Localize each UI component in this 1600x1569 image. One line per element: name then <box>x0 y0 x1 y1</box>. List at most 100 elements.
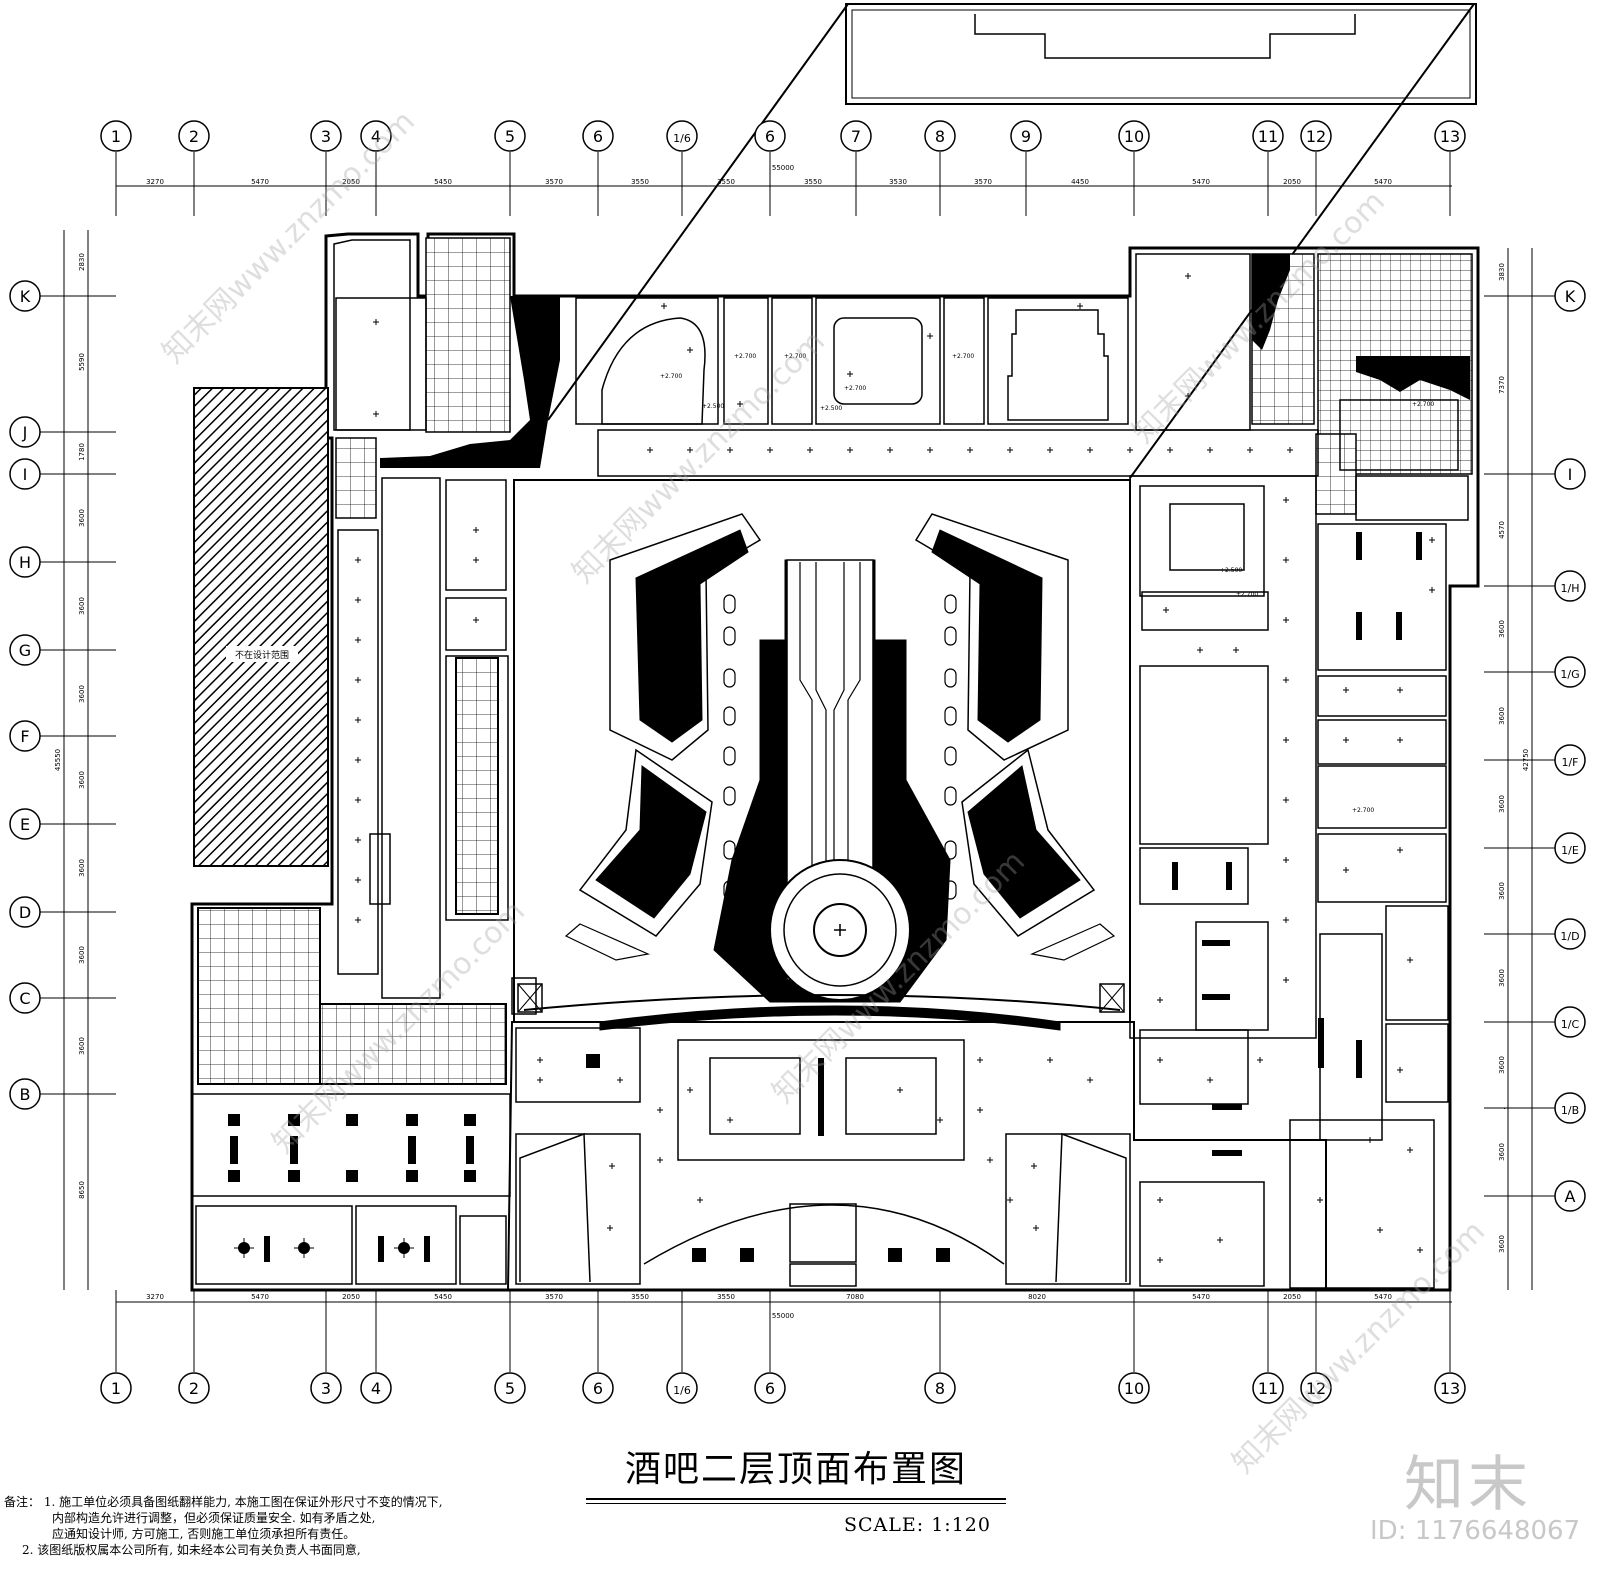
downlight <box>1185 393 1191 399</box>
svg-text:+2.500: +2.500 <box>702 403 724 410</box>
downlight <box>647 447 653 453</box>
grid-label: F <box>20 727 29 746</box>
pill-light <box>944 594 957 614</box>
downlight <box>1127 447 1133 453</box>
grid-label: 11 <box>1258 1379 1278 1398</box>
dimension-value: 5470 <box>1374 1293 1392 1301</box>
grid-bubble: 6 <box>582 120 614 216</box>
pill-light <box>723 594 736 614</box>
fixture <box>346 1170 358 1182</box>
fixture <box>1356 1040 1362 1078</box>
fixture <box>586 1054 600 1068</box>
pill-light <box>723 786 736 806</box>
grid-bubble: B <box>9 1078 116 1110</box>
downlight <box>1397 687 1403 693</box>
grid-bubble: F <box>9 720 116 752</box>
grid-bubble: 5 <box>494 120 526 216</box>
downlight <box>1077 303 1083 309</box>
grid-label: 1/6 <box>673 132 691 145</box>
dimension-total: 45550 <box>54 749 62 771</box>
grid-label: 1 <box>111 1379 121 1398</box>
grid-label: 6 <box>593 127 603 146</box>
downlight <box>1047 1057 1053 1063</box>
pill-light <box>944 706 957 726</box>
downlight <box>473 527 479 533</box>
grid-label: 1/E <box>1561 844 1579 857</box>
grid-bubble: D <box>9 896 116 928</box>
dimension-value: 5450 <box>434 1293 452 1301</box>
roof-projection <box>547 3 1477 479</box>
downlight <box>1257 1057 1263 1063</box>
dimension-value: 3270 <box>146 1293 164 1301</box>
grid-label: 3 <box>321 1379 331 1398</box>
dimension-value: 3550 <box>804 178 822 186</box>
fixture <box>464 1170 476 1182</box>
dimension-value: 3550 <box>717 178 735 186</box>
lower-zone <box>191 905 1449 1291</box>
downlight <box>473 617 479 623</box>
dimension-value: 5470 <box>251 1293 269 1301</box>
title-underline-thin <box>586 1503 1006 1504</box>
dimension-value: 7370 <box>1498 376 1506 394</box>
fixture <box>466 1136 474 1164</box>
grid-bubble: 1/C <box>1484 1006 1586 1038</box>
dimension-value: 3550 <box>717 1293 735 1301</box>
downlight <box>1207 1077 1213 1083</box>
grid-label: 6 <box>593 1379 603 1398</box>
svg-text:+2.700: +2.700 <box>784 353 806 360</box>
downlight <box>1247 447 1253 453</box>
fixture <box>1356 532 1362 560</box>
downlight <box>1197 647 1203 653</box>
downlights <box>355 273 1435 1263</box>
grid-bubble: 10 <box>1118 120 1150 216</box>
downlight <box>727 1117 733 1123</box>
fixture <box>228 1170 240 1182</box>
dimension-value: 3600 <box>78 509 86 527</box>
notes-line: 内部构造允许进行调整，但必须保证质量安全. 如有矛盾之处, <box>52 1511 376 1525</box>
fixture <box>378 1236 384 1262</box>
downlight <box>1317 1197 1323 1203</box>
dimension-value: 2050 <box>1283 178 1301 186</box>
pill-light <box>723 880 736 900</box>
pill-light <box>944 668 957 688</box>
fixture <box>692 1248 706 1262</box>
pill-light <box>944 746 957 766</box>
grid-label: G <box>19 641 31 660</box>
downlight <box>977 1107 983 1113</box>
downlight <box>661 303 667 309</box>
main-hall <box>513 479 1131 1031</box>
dimension-value: 4450 <box>1071 178 1089 186</box>
grid-bubble: 8 <box>924 120 956 216</box>
grid-label: K <box>1565 287 1576 306</box>
downlight <box>355 717 361 723</box>
fixture <box>288 1170 300 1182</box>
grid-label: K <box>20 287 31 306</box>
grid-bubble: 12 <box>1300 1290 1332 1404</box>
dimension-value: 3600 <box>78 771 86 789</box>
downlight <box>847 447 853 453</box>
grid-bubble: 4 <box>360 1290 392 1404</box>
grid-bubble: 12 <box>1300 120 1332 216</box>
downlight <box>1397 737 1403 743</box>
dimension-lines <box>63 185 1533 1303</box>
notes-line: 应通知设计师, 方可施工, 否则施工单位须承担所有责任。 <box>52 1527 356 1541</box>
grid-label: I <box>23 465 28 484</box>
drawing-scale: SCALE: 1:120 <box>844 1514 991 1536</box>
dimension-value: 5450 <box>434 178 452 186</box>
grid-bubble: 10 <box>1118 1290 1150 1404</box>
dimension-value: 3600 <box>1498 1235 1506 1253</box>
downlight <box>537 1057 543 1063</box>
svg-text:+2.700: +2.700 <box>660 373 682 380</box>
grid-label: I <box>1568 465 1573 484</box>
spot-light <box>394 1238 414 1258</box>
downlight <box>1407 1147 1413 1153</box>
notes-label: 备注： <box>4 1495 41 1509</box>
downlight <box>1407 957 1413 963</box>
pill-light <box>723 668 736 688</box>
upper-corridor <box>597 429 1319 1105</box>
grid-bubble: 11 <box>1252 120 1284 216</box>
grid-label: 6 <box>765 1379 775 1398</box>
